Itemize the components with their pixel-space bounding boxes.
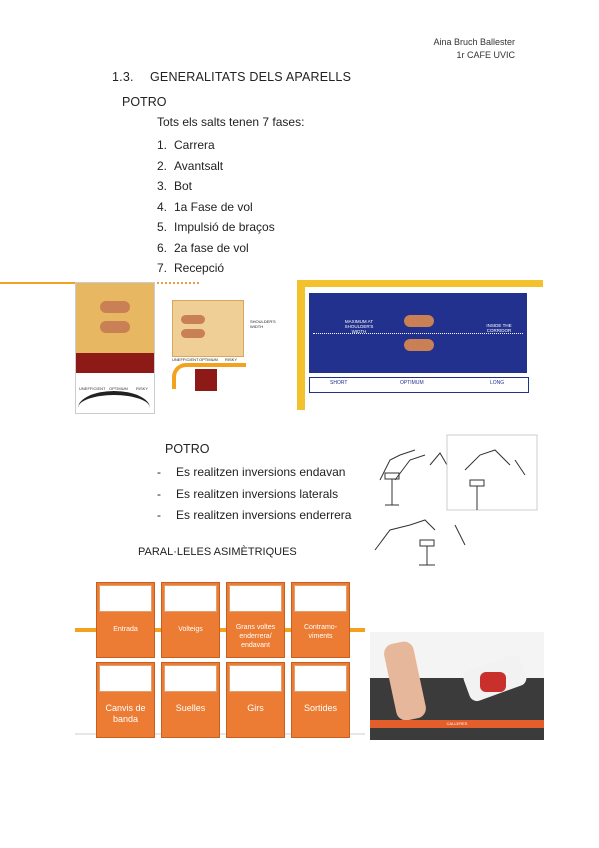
intro-text: Tots els salts tenen 7 fases: xyxy=(157,115,305,129)
card-girs: Girs xyxy=(226,662,285,738)
accent-line xyxy=(75,628,365,632)
sketch-image xyxy=(294,665,347,692)
sketch-image xyxy=(229,665,282,692)
card-grans-voltes: Grans voltes enderrera/ endavant xyxy=(226,582,285,658)
table-block xyxy=(195,369,217,391)
card-entrada: Entrada xyxy=(96,582,155,658)
card-volteigs: Volteigs xyxy=(161,582,220,658)
list-item: 7.Recepció xyxy=(157,261,225,275)
vault-diagram-1: UNEFFICIENT OPTIMUM RISKY xyxy=(75,282,155,414)
card-suelles: Suelles xyxy=(161,662,220,738)
section-title: GENERALITATS DELS APARELLS xyxy=(150,70,352,84)
sketch-image xyxy=(294,585,347,612)
card-canvis: Canvis de banda xyxy=(96,662,155,738)
sketch-image xyxy=(164,665,217,692)
list-item: 3.Bot xyxy=(157,179,193,193)
accent-line xyxy=(0,282,75,284)
zone-bar: SHORT OPTIMUM LONG xyxy=(309,377,529,393)
section-heading: 1.3. GENERALITATS DELS APARELLS xyxy=(112,70,351,84)
list-item: 6.2a fase de vol xyxy=(157,240,249,255)
side-label: SHOULDER'S WIDTH xyxy=(250,319,276,329)
potro-title: POTRO xyxy=(165,442,210,456)
width-label: MAXIMUM AT SHOULDER'S WIDTH xyxy=(344,319,374,334)
card-sortides: Sortides xyxy=(291,662,350,738)
sketch-image xyxy=(229,585,282,612)
vault-diagram-2: SHOULDER'S WIDTH UNEFFICIENT OPTIMUM RIS… xyxy=(170,297,276,392)
list-item: 1.Carrera xyxy=(157,138,215,152)
asymmetric-cards: Entrada Volteigs Grans voltes enderrera/… xyxy=(96,582,358,738)
list-item: 4.1a Fase de vol xyxy=(157,199,253,214)
corridor-label: INSIDE THE CORRIDOR xyxy=(486,323,512,333)
card-contramoviments: Contramo-viments xyxy=(291,582,350,658)
author-name: Aina Bruch Ballester xyxy=(433,37,515,47)
zone-label: OPTIMUM xyxy=(199,357,218,362)
author-course: 1r CAFE UVIC xyxy=(456,50,515,60)
sketch-image xyxy=(164,585,217,612)
vault-diagram-3: MAXIMUM AT SHOULDER'S WIDTH INSIDE THE C… xyxy=(297,280,543,410)
subsection-title: POTRO xyxy=(122,95,167,109)
springboard-arc xyxy=(78,391,150,413)
table-band xyxy=(76,353,154,373)
section-number: 1.3. xyxy=(112,70,134,84)
inversions-list: -Es realitzen inversions endavan -Es rea… xyxy=(157,462,351,527)
zone-label: RISKY xyxy=(225,357,238,362)
grips-photo: CALLERES xyxy=(370,632,544,740)
list-item: -Es realitzen inversions enderrera xyxy=(157,508,352,522)
list-item: -Es realitzen inversions endavan xyxy=(157,465,346,479)
list-item: -Es realitzen inversions laterals xyxy=(157,486,339,501)
zone-label: UNEFFICIENT xyxy=(172,357,199,362)
vault-surface: MAXIMUM AT SHOULDER'S WIDTH INSIDE THE C… xyxy=(309,293,527,373)
list-item: 2.Avantsalt xyxy=(157,158,224,173)
vault-sketches xyxy=(374,434,538,566)
zone-label: UNEFFICIENT xyxy=(79,386,106,391)
photo-caption: CALLERES xyxy=(370,720,544,728)
sketch-image xyxy=(99,665,152,692)
zone-label: OPTIMUM xyxy=(109,386,128,391)
run-curve xyxy=(172,363,246,389)
zone-label: RISKY xyxy=(136,386,149,391)
dotted-divider xyxy=(153,282,199,284)
list-item: 5.Impulsió de braços xyxy=(157,220,275,234)
sketch-image xyxy=(99,585,152,612)
foot-icon xyxy=(100,301,130,313)
asymmetric-title: PARAL·LELES ASIMÈTRIQUES xyxy=(138,546,297,558)
phases-list: 1.Carrera 2.Avantsalt 3.Bot 4.1a Fase de… xyxy=(157,135,275,279)
foot-icon xyxy=(100,321,130,333)
author-block: Aina Bruch Ballester 1r CAFE UVIC xyxy=(433,36,515,62)
vault-pad xyxy=(172,300,244,357)
